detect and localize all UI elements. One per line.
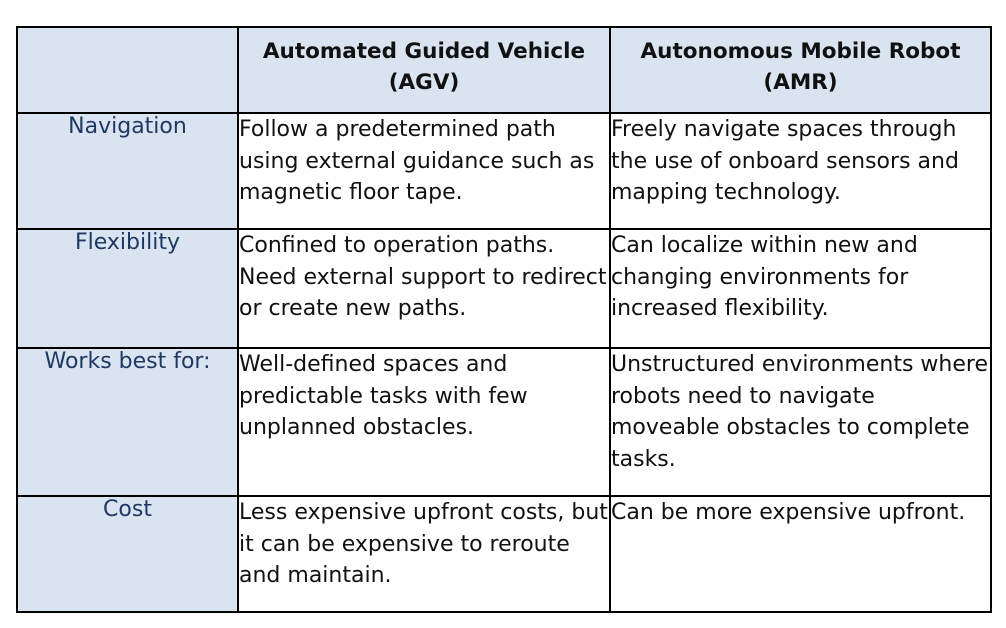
header-amr-title: Autonomous Mobile Robot bbox=[640, 39, 961, 64]
header-agv-title: Automated Guided Vehicle bbox=[262, 39, 586, 64]
row-label-cost: Cost bbox=[16, 495, 239, 613]
agv-navigation-cell: Follow a predetermined path using extern… bbox=[237, 112, 611, 230]
agv-cost-cell: Less expensive upfront costs, but it can… bbox=[237, 495, 611, 613]
header-row: Automated Guided Vehicle (AGV) Autonomou… bbox=[16, 26, 992, 114]
agv-works-best-for-cell: Well-defined spaces and predictable task… bbox=[237, 347, 611, 497]
amr-works-best-for-cell: Unstructured environments where robots n… bbox=[609, 347, 992, 497]
agv-flexibility-cell: Confined to operation paths. Need extern… bbox=[237, 228, 611, 349]
agv-vs-amr-comparison-table: Automated Guided Vehicle (AGV) Autonomou… bbox=[16, 26, 992, 613]
table-row-navigation: Navigation Follow a predetermined path u… bbox=[16, 112, 992, 230]
row-label-flexibility: Flexibility bbox=[16, 228, 239, 349]
row-label-navigation: Navigation bbox=[16, 112, 239, 230]
header-corner-cell bbox=[16, 26, 239, 114]
amr-cost-cell: Can be more expensive upfront. bbox=[609, 495, 992, 613]
row-label-works-best-for: Works best for: bbox=[16, 347, 239, 497]
table-row-cost: Cost Less expensive upfront costs, but i… bbox=[16, 495, 992, 613]
table-row-works-best-for: Works best for: Well-defined spaces and … bbox=[16, 347, 992, 497]
table-row-flexibility: Flexibility Confined to operation paths.… bbox=[16, 228, 992, 349]
amr-flexibility-cell: Can localize within new and changing env… bbox=[609, 228, 992, 349]
header-agv: Automated Guided Vehicle (AGV) bbox=[237, 26, 611, 114]
header-amr: Autonomous Mobile Robot (AMR) bbox=[609, 26, 992, 114]
header-amr-abbr: (AMR) bbox=[763, 70, 838, 95]
amr-navigation-cell: Freely navigate spaces through the use o… bbox=[609, 112, 992, 230]
header-agv-abbr: (AGV) bbox=[388, 70, 460, 95]
